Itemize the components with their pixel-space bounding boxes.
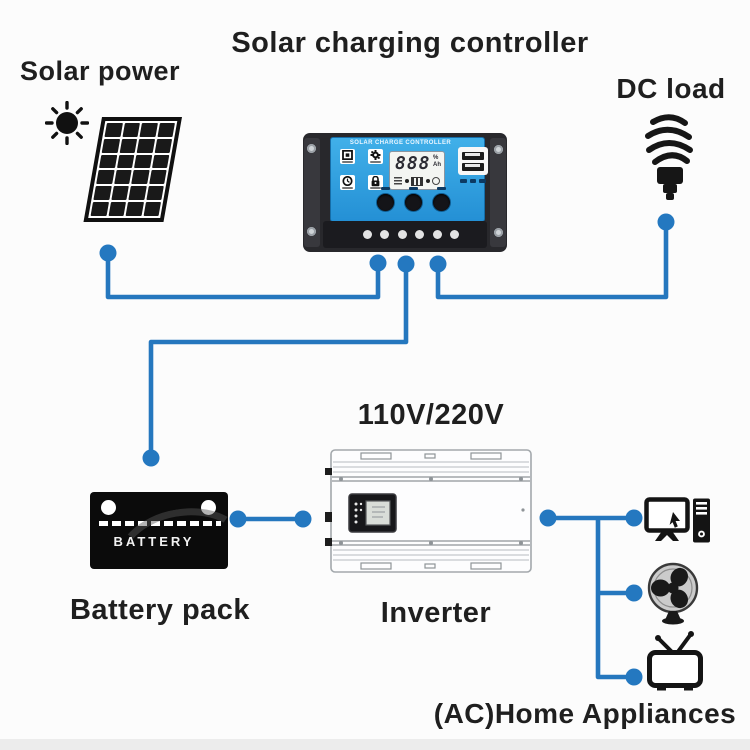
battery-indicator-icon bbox=[411, 176, 423, 186]
screw-hole bbox=[494, 228, 503, 237]
lcd-units: % Ah bbox=[433, 155, 441, 169]
wire-inverter-to-appliances bbox=[545, 515, 637, 680]
battery-terminal bbox=[101, 500, 116, 515]
clock-icon bbox=[340, 175, 355, 190]
terminal-screw bbox=[450, 230, 459, 239]
terminal-screw bbox=[415, 230, 424, 239]
indicator-dot bbox=[425, 179, 430, 183]
charge-controller-device: SOLAR CHARGE CONTROLLER 888 % Ah bbox=[303, 133, 507, 252]
wire-controller-to-battery bbox=[148, 261, 409, 461]
lcd-unit-ah: Ah bbox=[433, 162, 441, 168]
lcd-unit-percent: % bbox=[433, 155, 439, 161]
terminal-screw bbox=[380, 230, 389, 239]
dc-load-label: DC load bbox=[616, 73, 726, 104]
battery-device-text: BATTERY bbox=[113, 534, 195, 549]
button-label-mark bbox=[381, 187, 390, 190]
connector-node bbox=[625, 668, 643, 686]
battery-level-dashes bbox=[99, 521, 221, 526]
connector-node bbox=[539, 509, 557, 527]
controller-front-panel: SOLAR CHARGE CONTROLLER 888 % Ah bbox=[330, 137, 488, 222]
connector-node bbox=[625, 584, 643, 602]
connector-node bbox=[294, 510, 312, 528]
inverter-label: Inverter bbox=[380, 597, 492, 629]
connector-node bbox=[369, 254, 387, 272]
inverter-voltage-label: 110V/220V bbox=[357, 399, 505, 431]
indicator-dot bbox=[404, 179, 409, 183]
bottom-edge-strip bbox=[0, 739, 750, 750]
controller-button bbox=[433, 194, 450, 211]
connector-node bbox=[657, 213, 675, 231]
controller-button bbox=[377, 194, 394, 211]
screw-hole bbox=[307, 227, 316, 236]
battery-device: BATTERY bbox=[90, 492, 228, 569]
connector-node bbox=[229, 510, 247, 528]
battery-pack-label: Battery pack bbox=[69, 594, 251, 626]
load-indicator-icon bbox=[394, 177, 402, 185]
usb-ports bbox=[458, 147, 488, 175]
sun-icon bbox=[45, 101, 89, 145]
electric-fan-icon bbox=[647, 562, 699, 625]
solar-power-label: Solar power bbox=[19, 56, 181, 86]
controller-panel-title: SOLAR CHARGE CONTROLLER bbox=[349, 140, 452, 146]
connector-node bbox=[625, 509, 643, 527]
inverter-device bbox=[325, 449, 532, 573]
lcd-value: 888 bbox=[395, 153, 431, 174]
battery-terminal bbox=[201, 500, 216, 515]
screw-hole bbox=[307, 144, 316, 153]
terminal-screw bbox=[398, 230, 407, 239]
wire-panel-to-controller bbox=[105, 250, 381, 300]
lcd-status-icons bbox=[394, 176, 440, 186]
usb-port-icon bbox=[462, 151, 484, 160]
home-appliances-label: (AC)Home Appliances bbox=[433, 698, 737, 729]
usb-port-icon bbox=[462, 162, 484, 171]
gear-icon bbox=[368, 149, 383, 164]
connector-node bbox=[99, 244, 117, 262]
controller-button bbox=[405, 194, 422, 211]
connector-node bbox=[397, 255, 415, 273]
controller-right-flange bbox=[490, 138, 506, 247]
controller-left-flange bbox=[304, 138, 320, 247]
television-icon bbox=[647, 631, 703, 691]
desktop-computer-icon bbox=[644, 497, 710, 543]
terminal-screw bbox=[363, 230, 372, 239]
controller-lcd: 888 % Ah bbox=[389, 151, 445, 190]
cfl-bulb-icon bbox=[645, 114, 693, 200]
lock-icon bbox=[368, 175, 383, 190]
mode-indicator-icon bbox=[432, 177, 440, 185]
terminal-screw bbox=[433, 230, 442, 239]
pv-panel-icon bbox=[340, 149, 355, 164]
usb-label-marks bbox=[460, 179, 487, 183]
connector-node bbox=[142, 449, 160, 467]
connector-node bbox=[429, 255, 447, 273]
wire-controller-to-dcload bbox=[435, 219, 669, 300]
button-label-mark bbox=[409, 187, 418, 190]
screw-hole bbox=[494, 145, 503, 154]
button-label-mark bbox=[437, 187, 446, 190]
page-title: Solar charging controller bbox=[231, 27, 589, 59]
